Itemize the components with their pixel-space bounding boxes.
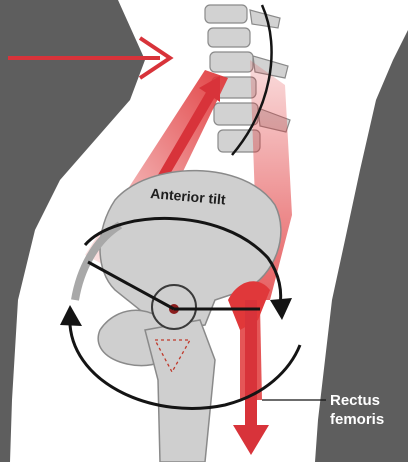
label-femoris: femoris — [330, 411, 384, 428]
label-iliopsoas: Iliopsoas — [297, 180, 313, 241]
label-rectus: Rectus — [330, 392, 380, 409]
